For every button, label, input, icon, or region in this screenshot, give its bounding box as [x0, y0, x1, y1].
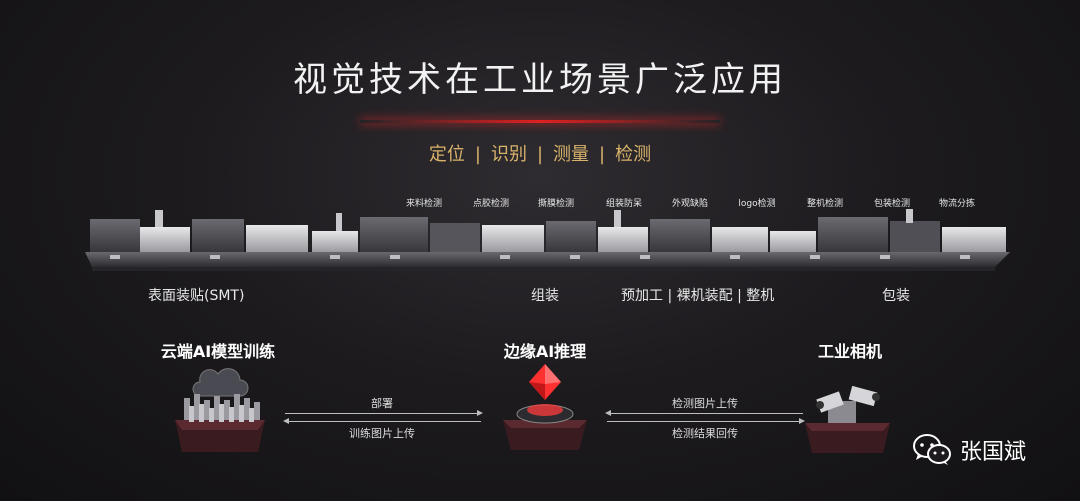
- machine: [90, 219, 140, 252]
- station-label: 组装防呆: [605, 199, 643, 209]
- process-group-assembly: 组装: [531, 288, 559, 304]
- conveyor-shadow: [92, 267, 995, 271]
- machine: [246, 225, 308, 252]
- machine: [360, 217, 428, 252]
- station-label: 包装检测: [873, 199, 911, 209]
- robot-arm: [336, 213, 342, 231]
- process-group-preprocess: 预加工 | 裸机装配 | 整机: [621, 288, 775, 304]
- machine: [650, 219, 710, 252]
- robot-arm: [906, 209, 913, 223]
- robot-arm: [614, 210, 621, 227]
- upload-training-arrow: [283, 418, 481, 424]
- machine: [712, 227, 768, 252]
- process-group-smt: 表面装贴(SMT): [148, 288, 245, 304]
- machine: [890, 221, 940, 252]
- machine: [192, 219, 244, 252]
- conveyor-parts: [110, 255, 970, 259]
- station-label: 点胶检测: [472, 199, 510, 209]
- category-list: 定位 | 识别 | 测量 | 检测: [0, 140, 1080, 166]
- wechat-icon: [913, 434, 951, 465]
- machine: [770, 231, 816, 252]
- category-inspection: 检测: [615, 144, 652, 165]
- edge-inference-title: 边缘AI推理: [503, 342, 587, 361]
- wechat-brand: 张国斌: [912, 433, 1026, 467]
- industrial-camera-icon: [805, 385, 890, 453]
- category-recognition: 识别: [490, 144, 527, 165]
- deploy-label: 部署: [371, 397, 393, 410]
- process-group-packaging: 包装: [882, 288, 910, 304]
- machine: [140, 227, 190, 252]
- cloud-training-title: 云端AI模型训练: [160, 342, 276, 361]
- machine: [818, 217, 888, 252]
- station-label: 来料检测: [405, 199, 443, 209]
- category-separator: |: [599, 144, 606, 165]
- brand-name: 张国斌: [960, 440, 1027, 465]
- return-result-label: 检测结果回传: [672, 427, 738, 440]
- conveyor-base: [85, 252, 1010, 267]
- machine: [546, 221, 596, 252]
- upload-training-label: 训练图片上传: [349, 427, 415, 440]
- cloud-server-icon: [175, 368, 265, 452]
- machine: [942, 227, 1006, 252]
- machine: [430, 223, 480, 252]
- station-label: 整机检测: [806, 199, 844, 209]
- machine: [312, 231, 358, 252]
- station-label: logo检测: [738, 199, 776, 209]
- machine: [482, 225, 544, 252]
- station-label: 撕膜检测: [537, 199, 575, 209]
- station-label: 物流分拣: [938, 199, 976, 209]
- industrial-camera-title: 工业相机: [817, 342, 883, 361]
- upload-detect-label: 检测图片上传: [672, 397, 738, 410]
- category-positioning: 定位: [428, 144, 465, 165]
- upload-detect-arrow: [605, 410, 803, 416]
- edge-chip-icon: [503, 364, 587, 450]
- category-separator: |: [536, 144, 544, 165]
- category-measurement: 测量: [553, 144, 590, 165]
- return-result-arrow: [607, 418, 805, 424]
- deploy-arrow: [285, 410, 483, 416]
- machine: [598, 227, 648, 252]
- page-title: 视觉技术在工业场景广泛应用: [293, 60, 787, 100]
- production-line-illustration: [85, 209, 1010, 271]
- station-label: 外观缺陷: [671, 199, 709, 209]
- category-separator: |: [474, 144, 481, 165]
- robot-arm: [155, 210, 163, 227]
- title-underline: [360, 120, 720, 123]
